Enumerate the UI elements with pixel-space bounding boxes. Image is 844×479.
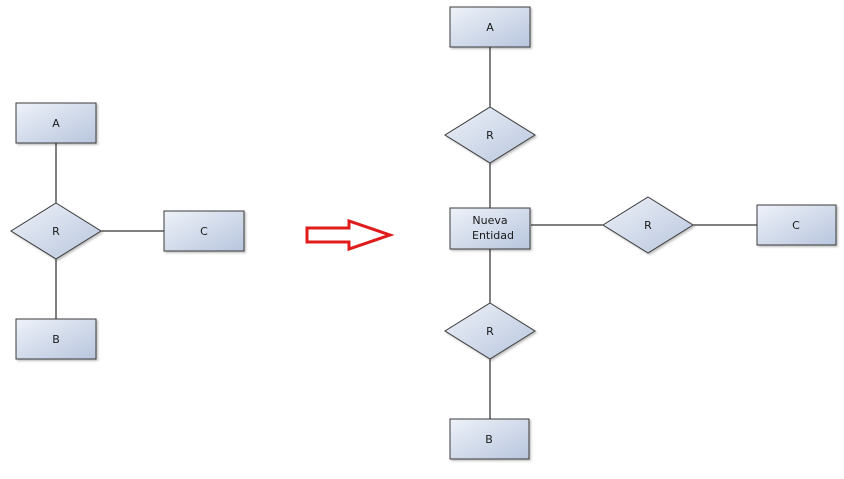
after-relation-top-label: R	[486, 129, 494, 142]
after-new-entity-label-line2: Entidad	[472, 229, 514, 242]
before-entity-a[interactable]: A	[15, 102, 97, 144]
before-entity-b[interactable]: B	[15, 318, 97, 360]
after-relation-right-label: R	[644, 219, 652, 232]
before-relation-r[interactable]: R	[10, 202, 102, 260]
after-entity-a-label: A	[486, 21, 494, 34]
after-new-entity[interactable]: Nueva Entidad	[449, 207, 531, 250]
after-entity-b[interactable]: B	[449, 418, 530, 460]
after-diagram: A R Nueva Entidad R C R	[444, 6, 837, 460]
after-new-entity-label-line1: Nueva	[472, 214, 507, 227]
after-entity-c[interactable]: C	[756, 204, 837, 246]
before-entity-a-label: A	[52, 117, 60, 130]
before-diagram: A R C B	[10, 102, 245, 360]
before-entity-b-label: B	[52, 333, 60, 346]
after-relation-bottom-label: R	[486, 325, 494, 338]
after-entity-b-label: B	[485, 433, 493, 446]
after-entity-a[interactable]: A	[449, 6, 531, 48]
right-arrow-outline-icon	[305, 218, 395, 252]
before-relation-label: R	[52, 225, 60, 238]
after-entity-c-label: C	[792, 219, 800, 232]
after-relation-bottom[interactable]: R	[444, 302, 536, 360]
after-relation-top[interactable]: R	[444, 106, 536, 164]
before-entity-c[interactable]: C	[163, 210, 245, 252]
before-entity-c-label: C	[200, 225, 208, 238]
after-relation-right[interactable]: R	[602, 196, 694, 254]
